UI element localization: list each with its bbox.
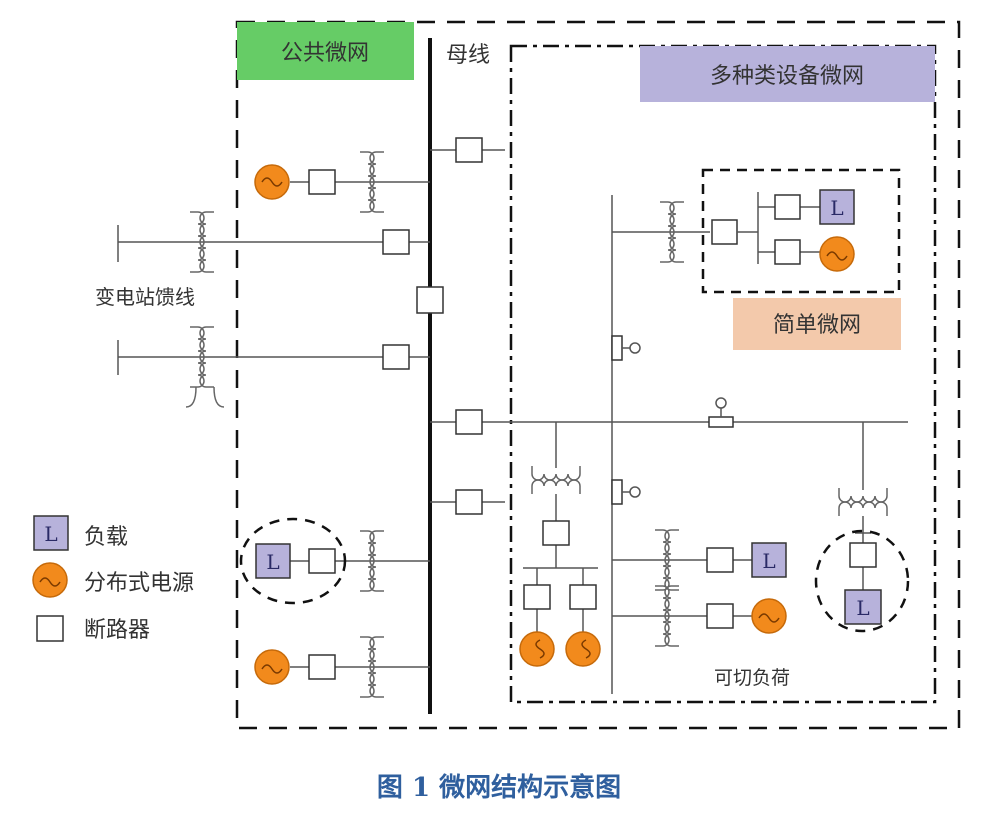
breaker-icon: [542, 520, 570, 546]
breaker-icon: [711, 219, 738, 245]
island-boundary: [239, 517, 347, 605]
island-boundary: [814, 529, 910, 633]
switch-icon: [611, 335, 623, 361]
transformer-icon: [531, 465, 581, 495]
multi-device-label-bg: [640, 46, 935, 102]
public-microgrid-label-bg: [237, 22, 414, 80]
transformer-icon: [838, 487, 888, 517]
switch-icon: [611, 479, 623, 505]
generator-icon: [519, 631, 555, 667]
public-microgrid-label: 公共微网: [281, 41, 369, 66]
svg-text:L: L: [856, 596, 869, 620]
breaker-icon: [308, 654, 336, 680]
load-icon: [255, 543, 291, 579]
breaker-icon: [849, 542, 877, 568]
simple-microgrid-boundary: [701, 168, 901, 294]
breaker-icon: [523, 584, 551, 610]
multi-device-boundary: [509, 44, 937, 704]
breaker-icon: [455, 409, 483, 435]
load-icon: [844, 589, 882, 625]
breaker-icon: [36, 615, 64, 642]
legend: L 分布式电源 负载 分布式电源 断路器: [32, 515, 194, 643]
svg-text:L: L: [762, 549, 775, 573]
breaker-icon: [706, 547, 734, 573]
generator-icon: [32, 562, 68, 598]
svg-text:L: L: [44, 522, 57, 546]
outer-boundary: [235, 20, 961, 730]
substation-feeder-label: 变电站馈线: [95, 285, 195, 309]
figure-caption: 图 1 微网结构示意图: [377, 772, 621, 803]
simple-microgrid-label-bg: [733, 298, 901, 350]
legend-generator-label: 分布式电源: [84, 571, 194, 596]
breaker-icon: [308, 548, 336, 574]
bus-breaker-icon: [416, 286, 444, 314]
generator-icon: [254, 649, 290, 685]
simple-microgrid-label: 简单微网: [773, 313, 861, 338]
breaker-icon: [569, 584, 597, 610]
load-icon: [751, 542, 787, 578]
load-icon: [819, 189, 855, 225]
svg-text:L: L: [830, 196, 843, 220]
breaker-icon: [774, 194, 801, 220]
legend-load-label: 负载: [84, 525, 128, 550]
breaker-icon: [382, 344, 410, 370]
breaker-icon: [455, 489, 483, 515]
breaker-icon: [706, 603, 734, 629]
svg-text:L: L: [266, 550, 279, 574]
breaker-icon: [382, 229, 410, 255]
multi-device-label: 多种类设备微网: [710, 64, 864, 89]
bus-label: 母线: [446, 43, 490, 68]
generator-icon: [565, 631, 601, 667]
switch-icon: [708, 416, 734, 428]
sheddable-load-label: 可切负荷: [714, 667, 790, 689]
generator-icon: [819, 236, 855, 272]
generator-icon: [751, 598, 787, 634]
breaker-icon: [308, 169, 336, 195]
load-icon: [33, 515, 69, 551]
breaker-icon: [455, 137, 483, 163]
breaker-icon: [774, 239, 801, 265]
legend-breaker-label: 断路器: [84, 618, 150, 643]
